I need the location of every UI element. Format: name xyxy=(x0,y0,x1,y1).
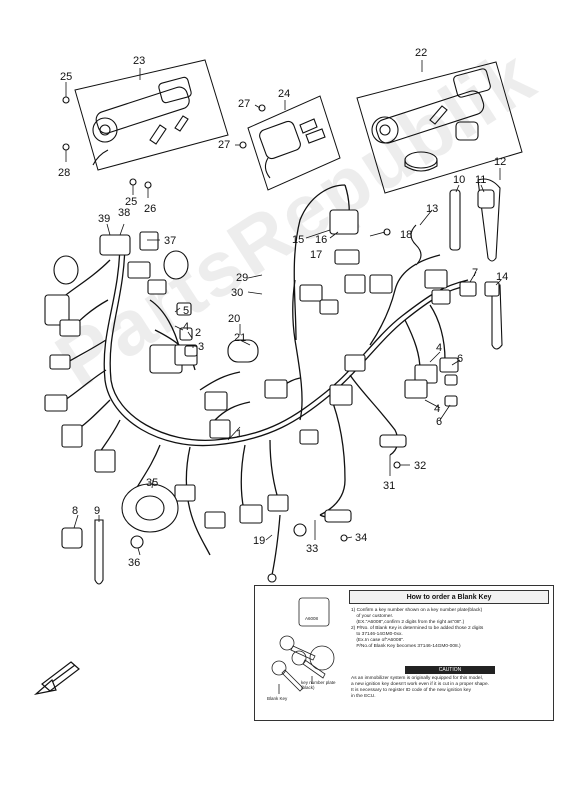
callout-17: 17 xyxy=(310,249,322,261)
callout-30: 30 xyxy=(231,287,243,299)
callout-12: 12 xyxy=(494,156,506,168)
key-number-plate-label: key number plate (black) xyxy=(301,680,336,690)
callout-32: 32 xyxy=(414,460,426,472)
blank-key-step-1: 1) Confirm a key number shown on a key n… xyxy=(351,608,483,625)
blank-key-info-box: A6008 key number plate (black) Blank Key… xyxy=(254,585,554,721)
callout-26: 26 xyxy=(144,203,156,215)
callout-27-bottom: 27 xyxy=(218,139,230,151)
seat-lock-24 xyxy=(259,118,326,179)
callout-5: 5 xyxy=(183,305,189,317)
callout-4-right-bottom: 4 xyxy=(434,403,440,415)
callout-3: 3 xyxy=(198,341,204,353)
callout-31: 31 xyxy=(383,480,395,492)
callout-6-bottom: 6 xyxy=(436,416,442,428)
blank-key-title: How to order a Blank Key xyxy=(349,590,549,604)
callout-15: 15 xyxy=(292,234,304,246)
callout-25-bottom: 25 xyxy=(125,196,137,208)
callout-34: 34 xyxy=(355,532,367,544)
connectors xyxy=(44,96,503,585)
blank-key-label: Blank Key xyxy=(267,696,288,701)
callout-23: 23 xyxy=(133,55,145,67)
front-direction-arrow-icon xyxy=(33,661,80,696)
callout-2: 2 xyxy=(195,327,201,339)
callout-38: 38 xyxy=(118,207,130,219)
callout-14: 14 xyxy=(496,271,508,283)
callout-28: 28 xyxy=(58,167,70,179)
callout-8: 8 xyxy=(72,505,78,517)
caution-label: CAUTION xyxy=(405,666,495,674)
blank-key-step-2: 2) P/No. of Blank Key is determined to b… xyxy=(351,626,484,649)
callout-25-top: 25 xyxy=(60,71,72,83)
callout-39: 39 xyxy=(98,213,110,225)
callout-19: 19 xyxy=(253,535,265,547)
callout-10: 10 xyxy=(453,174,465,186)
callout-35: 35 xyxy=(146,477,158,489)
callout-27-top: 27 xyxy=(238,98,250,110)
callout-37: 37 xyxy=(164,235,176,247)
callout-9: 9 xyxy=(94,505,100,517)
callout-11: 11 xyxy=(475,174,486,186)
assembly-box-22 xyxy=(356,61,523,194)
key-plate-code: A6008 xyxy=(305,616,319,621)
ignition-switch-22 xyxy=(371,68,491,172)
assembly-box-24 xyxy=(247,95,341,191)
callout-22: 22 xyxy=(415,47,427,59)
callout-1: 1 xyxy=(236,428,242,440)
callout-36: 36 xyxy=(128,557,140,569)
callout-33: 33 xyxy=(306,543,318,555)
callout-16: 16 xyxy=(315,234,327,246)
callout-13: 13 xyxy=(426,203,438,215)
caution-text: As an immobilizer system is originally e… xyxy=(351,676,489,699)
callout-24: 24 xyxy=(278,88,290,100)
assembly-box-23 xyxy=(74,59,229,171)
callout-20: 20 xyxy=(228,313,240,325)
ignition-switch-23 xyxy=(92,76,192,166)
callout-4-right-top: 4 xyxy=(436,342,442,354)
key-illustration xyxy=(271,597,335,694)
leader-lines xyxy=(65,60,502,556)
part-callouts: 23 24 22 25 28 25 26 27 27 12 10 11 13 1… xyxy=(58,47,508,569)
callout-6-top: 6 xyxy=(457,353,463,365)
callout-18: 18 xyxy=(400,229,412,241)
callout-7: 7 xyxy=(472,267,478,279)
callout-4-left: 4 xyxy=(183,321,189,333)
callout-21: 21 xyxy=(234,332,246,344)
main-wiring-harness xyxy=(59,184,471,576)
callout-29: 29 xyxy=(236,272,248,284)
